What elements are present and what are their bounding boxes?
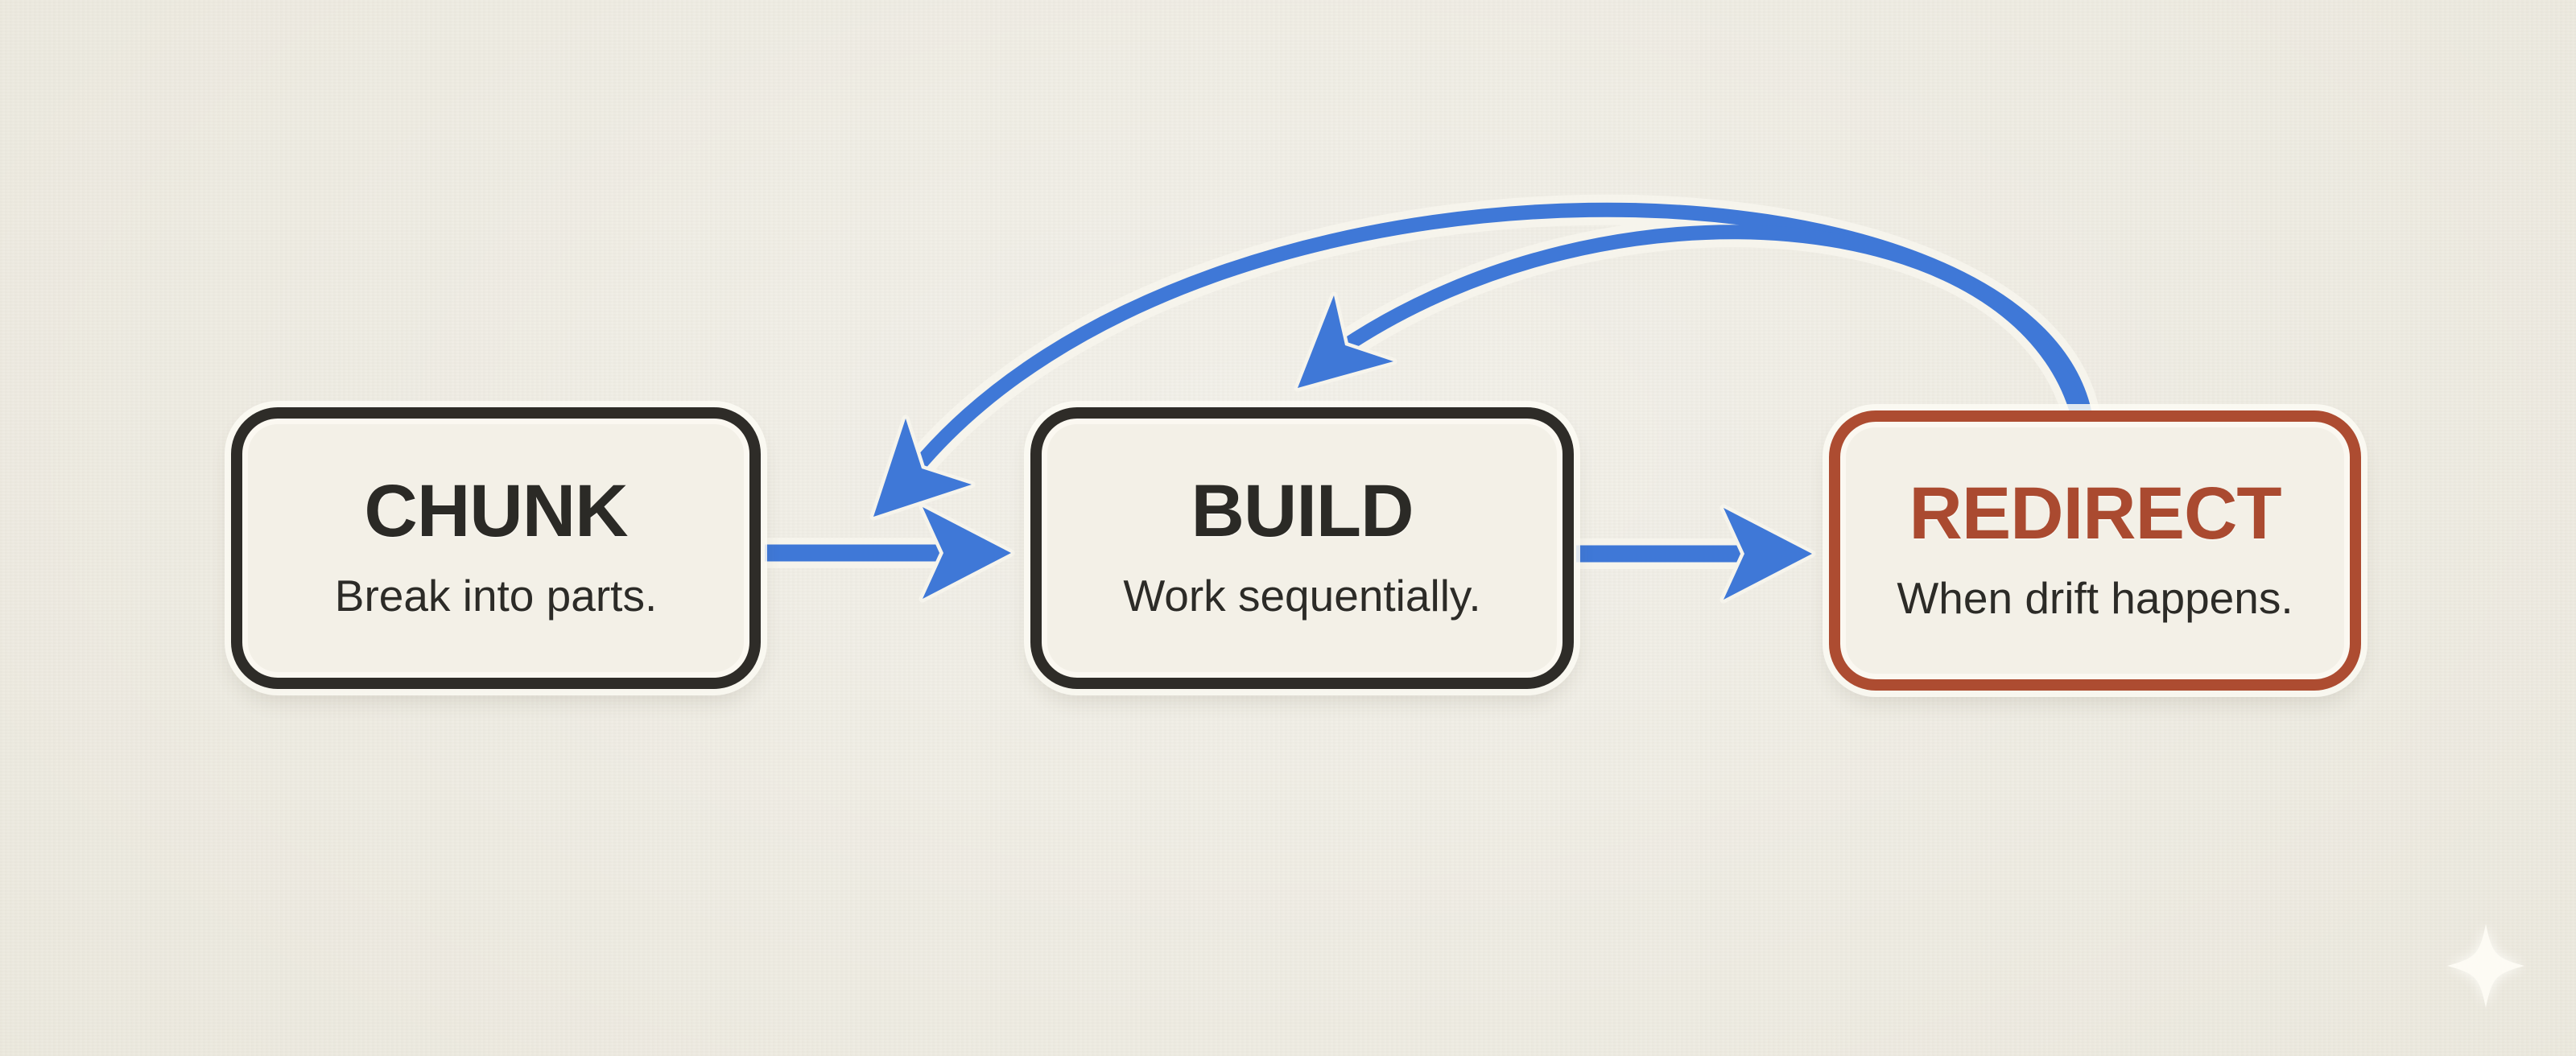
- arrowhead-build-to-redirect: [1719, 504, 1816, 604]
- node-build-title: BUILD: [1191, 470, 1414, 553]
- node-redirect: REDIRECT When drift happens.: [1829, 410, 2361, 691]
- arrowheads: [869, 291, 1816, 604]
- node-build-subtitle: Work sequentially.: [1123, 571, 1481, 621]
- node-redirect-subtitle: When drift happens.: [1897, 573, 2293, 624]
- node-chunk: CHUNK Break into parts.: [231, 407, 761, 689]
- arrow-strokes: [765, 202, 2092, 563]
- node-build: BUILD Work sequentially.: [1030, 407, 1574, 689]
- node-chunk-title: CHUNK: [364, 470, 628, 553]
- sparkle-star-icon: [2447, 924, 2524, 1008]
- node-redirect-title: REDIRECT: [1909, 472, 2281, 555]
- arrowhead-loop-to-build: [1294, 291, 1397, 392]
- arrowhead-chunk-to-build: [919, 503, 1015, 603]
- node-chunk-subtitle: Break into parts.: [334, 571, 658, 621]
- loop-arrow-redirect-to-build: [1335, 225, 2086, 424]
- arrowhead-loop-to-chunk: [869, 415, 976, 521]
- halo-small-loop: [1327, 217, 2094, 432]
